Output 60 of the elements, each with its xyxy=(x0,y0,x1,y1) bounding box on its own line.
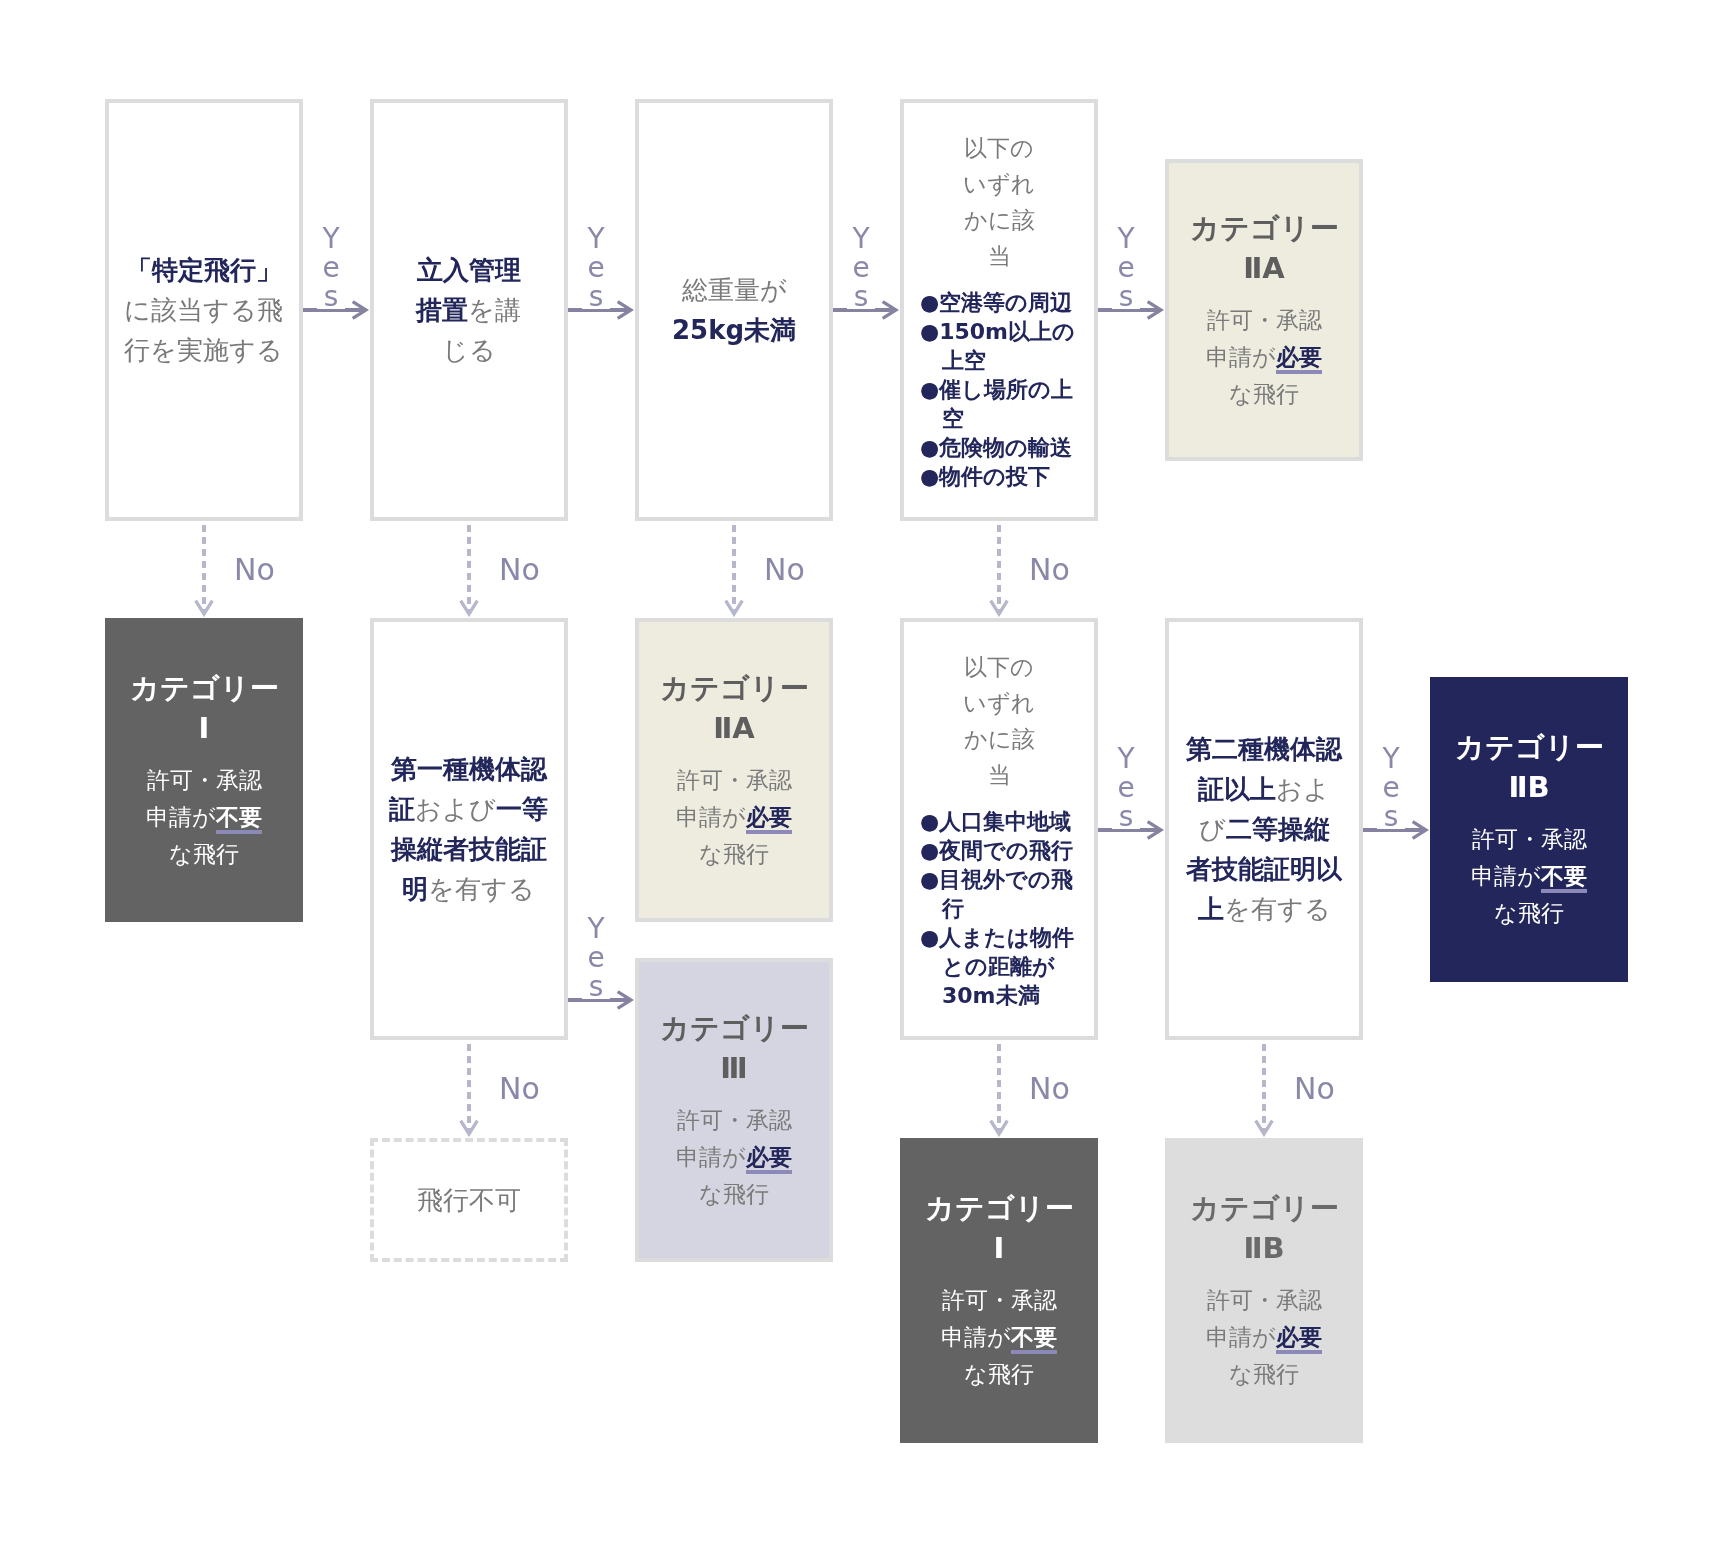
box-text: 立入管理措置を講じる xyxy=(414,254,523,367)
arrow xyxy=(1254,1044,1274,1136)
category-box xyxy=(1165,1138,1363,1443)
category-note: 許可・承認申請が不要な飛行 xyxy=(1470,825,1588,928)
category-box xyxy=(635,958,833,1262)
arrow xyxy=(194,525,214,616)
condition-box xyxy=(1165,618,1363,1040)
category-title: カテゴリーⅠ xyxy=(923,1190,1075,1267)
condition-heading: 以下のいずれかに該当 xyxy=(962,133,1036,271)
arrow xyxy=(724,525,744,616)
condition-box xyxy=(370,618,568,1040)
arrow xyxy=(568,300,633,320)
list-item: ●空港等の周辺 xyxy=(920,288,1074,317)
category-note: 許可・承認申請が必要な飛行 xyxy=(675,1105,793,1209)
category-title: カテゴリーⅡA xyxy=(658,669,810,747)
box-text: 総重量が25kg未満 xyxy=(670,274,798,347)
category-note: 許可・承認申請が不要な飛行 xyxy=(940,1286,1058,1389)
condition-box xyxy=(105,99,303,521)
category-note: 許可・承認申請が不要な飛行 xyxy=(145,765,263,869)
arrow xyxy=(989,525,1009,616)
list-item: ●目視外での飛行 xyxy=(920,865,1075,923)
list-item: ●150m以上の上空 xyxy=(920,317,1077,375)
category-title: カテゴリーⅡA xyxy=(1188,209,1340,287)
list-item: ●催し場所の上空 xyxy=(920,375,1075,433)
category-title: カテゴリーⅢ xyxy=(658,1009,810,1087)
box-text: 第一種機体認証および一等操縦者技能証明を有する xyxy=(388,753,550,906)
condition-box xyxy=(900,618,1098,1040)
arrow xyxy=(1363,820,1428,840)
end-box xyxy=(370,1138,568,1262)
category-box xyxy=(900,1138,1098,1443)
list-item: ●夜間での飛行 xyxy=(920,836,1075,865)
category-note: 許可・承認申請が必要な飛行 xyxy=(1205,305,1323,409)
arrow xyxy=(1098,300,1163,320)
arrow xyxy=(568,990,633,1010)
box-text: 「特定飛行」に該当する飛行を実施する xyxy=(123,254,285,367)
category-box xyxy=(1430,677,1628,982)
arrow xyxy=(303,300,368,320)
arrow xyxy=(833,300,898,320)
condition-box xyxy=(370,99,568,521)
box-text: 第二種機体認証以上および二等操縦者技能証明以上を有する xyxy=(1186,733,1342,926)
category-title: カテゴリーⅠ xyxy=(128,669,280,747)
box-text: 飛行不可 xyxy=(416,1184,522,1217)
category-note: 許可・承認申請が必要な飛行 xyxy=(675,765,793,869)
list-item: ●人口集中地域 xyxy=(920,807,1073,836)
arrow xyxy=(989,1044,1009,1136)
category-title: カテゴリーⅡB xyxy=(1188,1190,1340,1267)
list-item: ●人または物件との距離が30m未満 xyxy=(920,923,1076,1010)
category-box xyxy=(105,618,303,922)
category-box xyxy=(1165,159,1363,461)
list-item: ●物件の投下 xyxy=(920,462,1052,491)
category-title: カテゴリーⅡB xyxy=(1453,729,1605,806)
condition-box xyxy=(635,99,833,521)
category-box xyxy=(635,618,833,922)
arrow xyxy=(459,525,479,616)
arrow xyxy=(459,1044,479,1136)
condition-heading: 以下のいずれかに該当 xyxy=(962,652,1036,790)
condition-box xyxy=(900,99,1098,521)
list-item: ●危険物の輸送 xyxy=(920,433,1074,462)
category-note: 許可・承認申請が必要な飛行 xyxy=(1205,1286,1323,1389)
arrow xyxy=(1098,820,1163,840)
